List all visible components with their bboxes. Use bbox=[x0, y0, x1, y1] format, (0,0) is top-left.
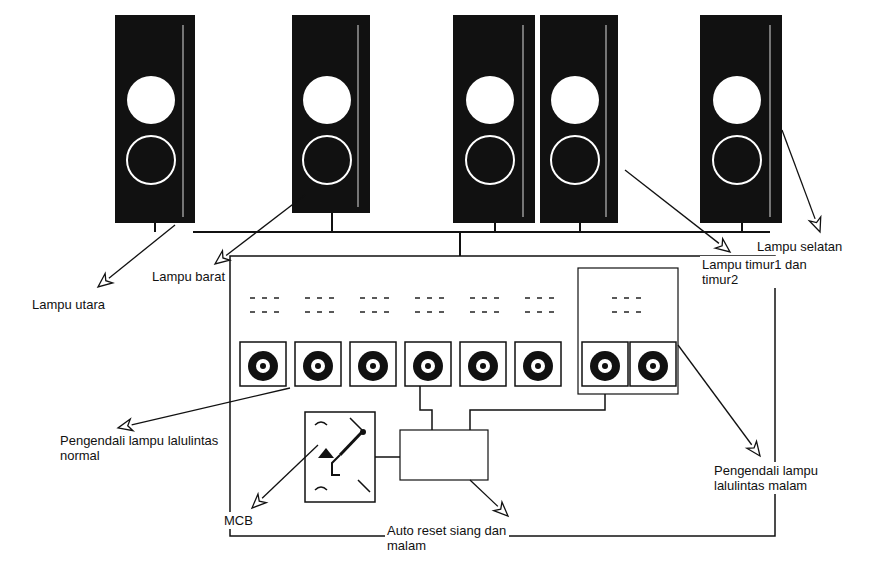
leader-line bbox=[262, 445, 318, 498]
switch-contacts bbox=[250, 298, 279, 312]
leader-line bbox=[782, 130, 815, 219]
timer-relay bbox=[295, 342, 341, 386]
leader-arrowhead bbox=[252, 494, 266, 508]
switch-contacts bbox=[525, 298, 554, 312]
callout-label: Pengendali lampu lalulintas normal bbox=[58, 432, 222, 464]
timer-relay bbox=[515, 342, 561, 386]
callout-label: Lampu selatan bbox=[755, 238, 844, 255]
callout-label: Lampu barat bbox=[150, 268, 227, 285]
switch-contacts bbox=[360, 298, 389, 312]
night-controller-box bbox=[578, 268, 678, 394]
leader-arrowhead bbox=[98, 274, 113, 287]
leader-arrowhead bbox=[715, 239, 730, 252]
timer-relay bbox=[240, 342, 286, 386]
timer-relay bbox=[582, 342, 628, 386]
callout-label: MCB bbox=[222, 512, 255, 529]
timer-relay bbox=[460, 342, 506, 386]
leader-arrowhead bbox=[494, 502, 508, 516]
traffic-light bbox=[700, 15, 782, 223]
control-panel bbox=[230, 256, 775, 536]
callout-label: Auto reset siang dan malam bbox=[385, 522, 509, 554]
callout-label: Pengendali lampu lalulintas malam bbox=[712, 462, 866, 494]
leader-arrowhead bbox=[118, 419, 133, 431]
auto-reset-box bbox=[400, 430, 488, 480]
traffic-light bbox=[540, 15, 618, 223]
timer-relay bbox=[630, 342, 676, 386]
leader-line bbox=[470, 480, 498, 506]
leader-line bbox=[132, 388, 290, 425]
traffic-light bbox=[292, 15, 370, 213]
traffic-light bbox=[453, 15, 535, 223]
callout-label: Lampu timur1 dan timur2 bbox=[700, 256, 834, 288]
timer-relay bbox=[405, 342, 451, 386]
leader-line bbox=[625, 170, 719, 243]
leader-arrowhead bbox=[215, 251, 230, 264]
leader-arrowhead bbox=[809, 217, 820, 232]
mcb-symbol bbox=[305, 412, 400, 502]
leader-arrowhead bbox=[747, 441, 760, 456]
switch-contacts bbox=[305, 298, 334, 312]
leader-line bbox=[678, 345, 752, 445]
switch-contacts bbox=[612, 298, 641, 312]
timer-relay bbox=[350, 342, 396, 386]
traffic-light bbox=[115, 15, 195, 223]
callout-label: Lampu utara bbox=[30, 296, 107, 313]
switch-contacts bbox=[470, 298, 499, 312]
leader-line bbox=[226, 195, 305, 255]
switch-contacts bbox=[415, 298, 444, 312]
